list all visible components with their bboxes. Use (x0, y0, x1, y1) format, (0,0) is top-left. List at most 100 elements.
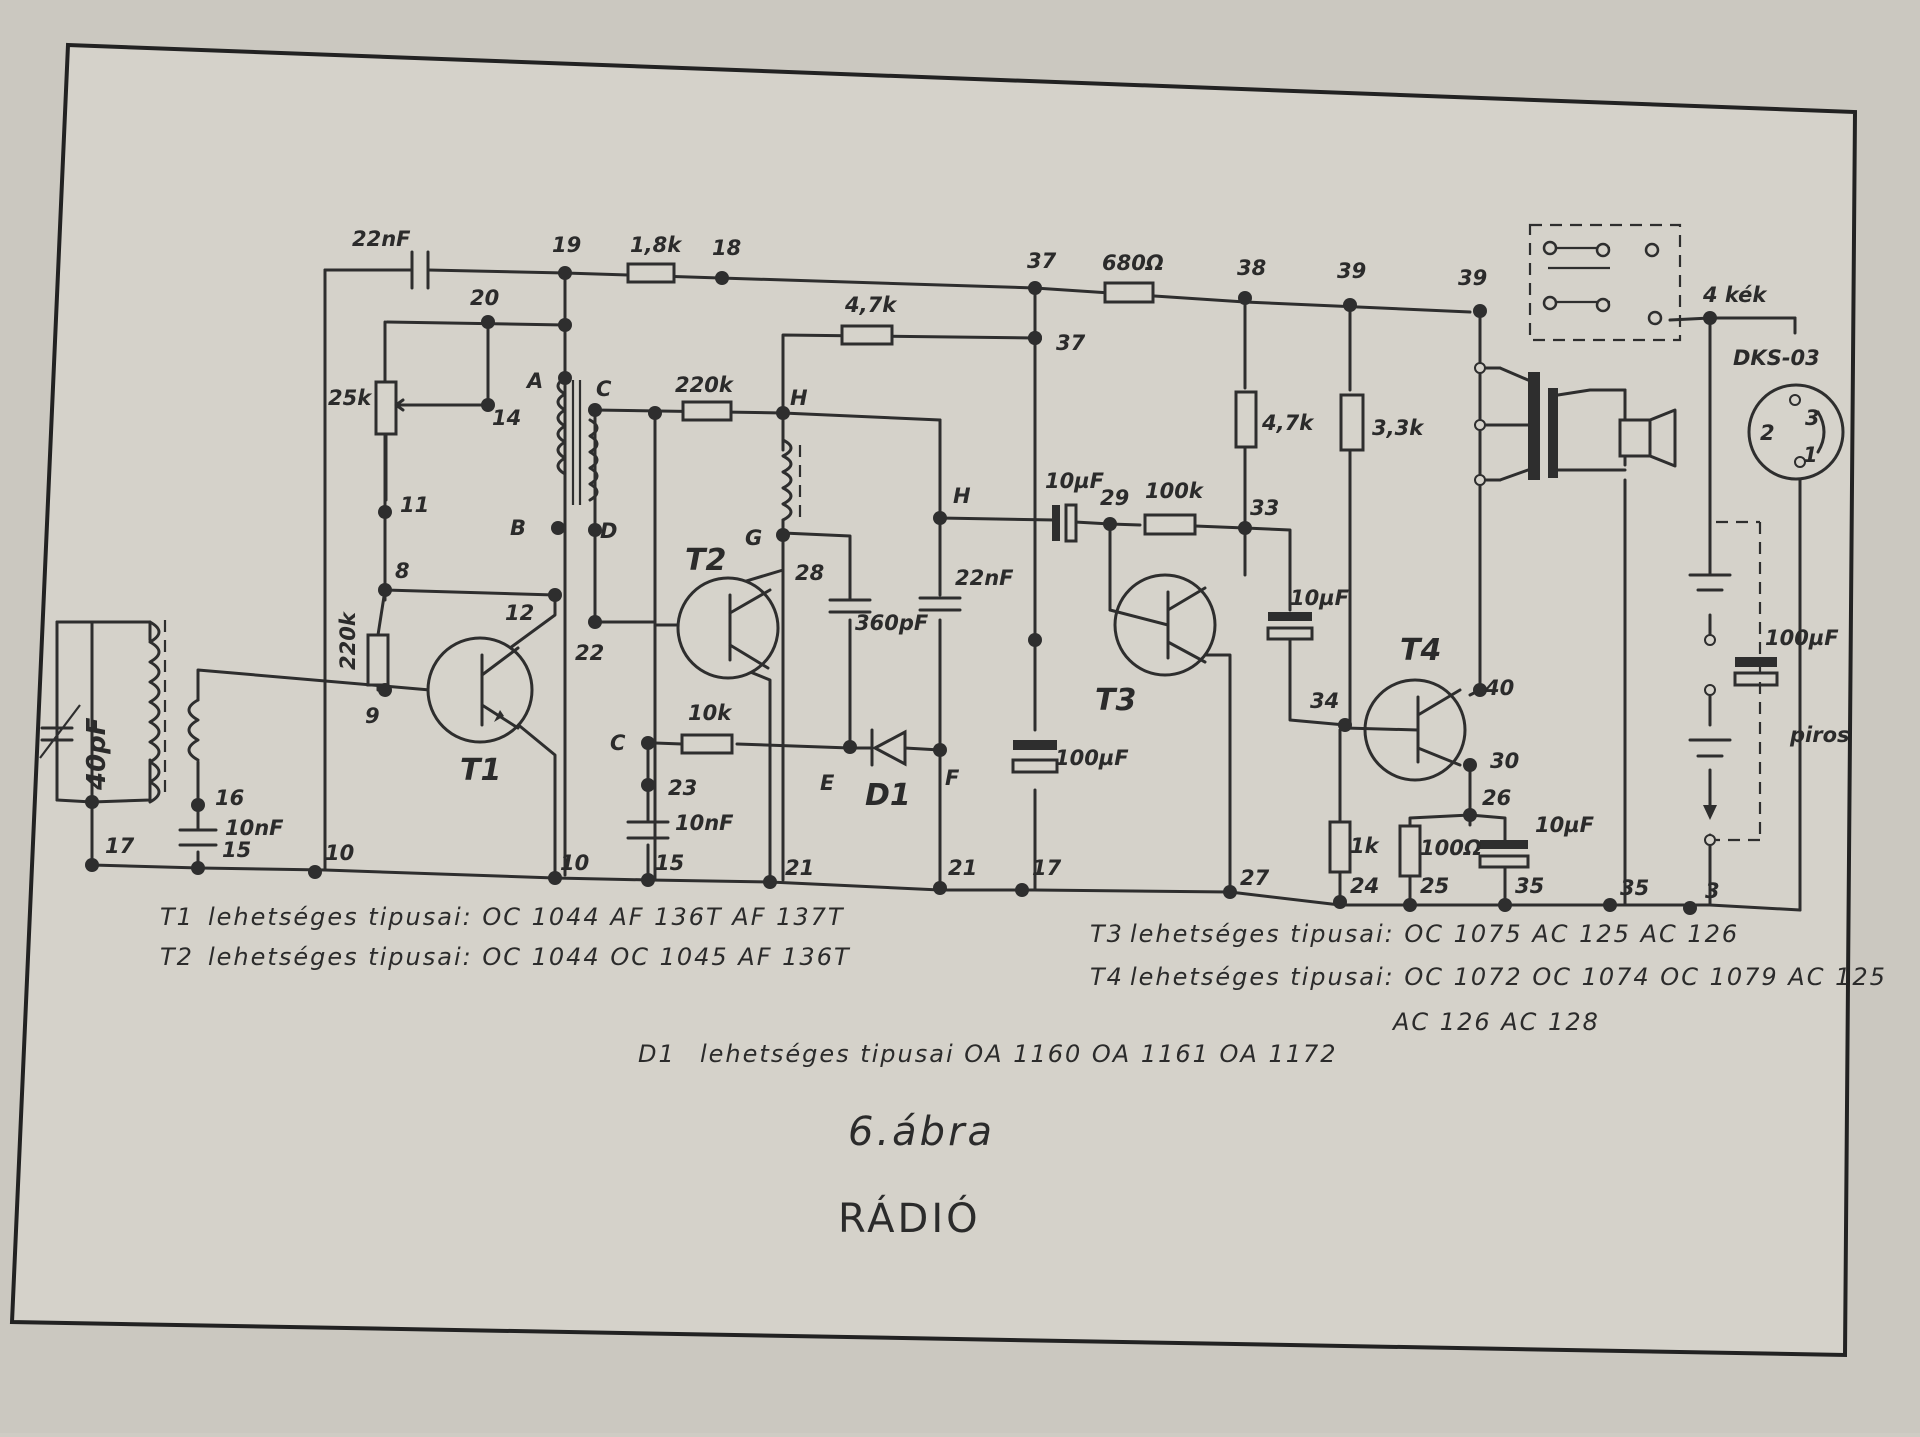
label-node-10a: 10 (325, 841, 354, 865)
resistor-1-8k (626, 262, 676, 284)
note-t1-label: T1 (160, 903, 194, 931)
speaker (1618, 408, 1677, 468)
label-node-19: 19 (552, 233, 581, 257)
label-100k: 100k (1145, 479, 1205, 503)
resistor-3-3k (1339, 393, 1365, 452)
label-c-bot: C (610, 731, 626, 755)
label-t4: T4 (1400, 633, 1441, 668)
figure-title: RÁDIÓ (838, 1194, 981, 1242)
wiring (55, 268, 1802, 912)
transistor-t3 (1108, 573, 1217, 677)
label-node-17a: 17 (105, 834, 135, 858)
label-1-8k: 1,8k (630, 233, 683, 257)
label-d1: D1 (865, 778, 911, 813)
figure-number: 6.ábra (848, 1109, 995, 1155)
label-node-17b: 17 (1032, 856, 1062, 880)
label-10k: 10k (688, 701, 733, 725)
label-node-30: 30 (1490, 749, 1519, 773)
capacitor-360pf (828, 598, 872, 614)
label-node-25: 25 (1420, 874, 1449, 898)
dks-03-socket (1747, 383, 1845, 481)
potentiometer-25k (374, 380, 398, 436)
resistor-4-7k-right (1234, 390, 1258, 449)
diode-d1 (870, 728, 907, 767)
transistor-t1 (426, 636, 534, 744)
label-node-16: 16 (215, 786, 244, 810)
resistor-10k (680, 733, 734, 755)
label-pin-3: 3 (1805, 406, 1820, 430)
label-node-15a: 15 (222, 838, 251, 862)
label-g: G (745, 526, 762, 550)
coil-hg (781, 438, 802, 522)
label-680: 680Ω (1102, 251, 1164, 275)
label-4-7k-top: 4,7k (844, 293, 898, 317)
sheet-border (9, 42, 1858, 1358)
label-dks03: DKS-03 (1733, 346, 1820, 370)
capacitor-22nf-mid (918, 596, 962, 612)
capacitor-10nf-a (178, 828, 218, 847)
label-f: F (945, 766, 960, 790)
label-100uf-right: 100µF (1765, 626, 1839, 650)
resistor-1k (1328, 820, 1352, 874)
label-node-23: 23 (668, 776, 697, 800)
capacitor-10uf-a (1052, 503, 1078, 543)
label-node-14: 14 (492, 406, 521, 430)
label-node-8: 8 (395, 559, 410, 583)
label-t3: T3 (1095, 683, 1136, 718)
capacitor-22nf-top (410, 250, 430, 290)
transistor-t4 (1343, 678, 1467, 782)
label-node-21b: 21 (948, 856, 977, 880)
label-22nf-mid: 22nF (955, 566, 1014, 590)
resistor-4-7k-top (840, 324, 894, 346)
label-pin-1: 1 (1803, 443, 1818, 467)
note-d1-text: lehetséges tipusai OA 1160 OA 1161 OA 11… (700, 1040, 1338, 1068)
note-t4-text: lehetséges tipusai: OC 1072 OC 1074 OC 1… (1130, 963, 1887, 991)
label-node-39b: 39 (1458, 266, 1487, 290)
note-t2-label: T2 (160, 943, 194, 971)
label-node-22: 22 (575, 641, 604, 665)
label-node-10b: 10 (560, 851, 589, 875)
label-10uf-a: 10µF (1045, 469, 1105, 493)
label-10uf-b: 10µF (1290, 586, 1350, 610)
power-switch (1528, 223, 1682, 342)
label-node-18: 18 (712, 236, 741, 260)
label-node-38: 38 (1237, 256, 1266, 280)
note-d1-label: D1 (638, 1040, 676, 1068)
label-10uf-c: 10µF (1535, 813, 1595, 837)
label-node-28: 28 (795, 561, 824, 585)
label-node-20: 20 (470, 286, 499, 310)
label-node-33: 33 (1250, 496, 1279, 520)
label-b: B (510, 516, 526, 540)
label-e: E (820, 771, 835, 795)
capacitor-10uf-b (1266, 612, 1314, 641)
tuning-capacitor-40pf (39, 620, 81, 802)
label-40pf: 40pF (82, 717, 112, 791)
label-node-15b: 15 (655, 851, 684, 875)
note-t4-label: T4 (1090, 963, 1124, 991)
label-pin-2: 2 (1760, 421, 1775, 445)
type-notes: T1 lehetséges tipusai: OC 1044 AF 136T A… (160, 903, 1887, 1068)
transistor-t2 (676, 576, 780, 680)
label-node-26: 26 (1482, 786, 1511, 810)
label-t1: T1 (460, 753, 501, 788)
label-node-29: 29 (1100, 486, 1129, 510)
label-360pf: 360pF (855, 611, 929, 635)
label-h-top: H (790, 386, 808, 410)
label-node-39a: 39 (1337, 259, 1366, 283)
label-3-3k: 3,3k (1372, 416, 1425, 440)
label-22nf-top: 22nF (352, 227, 411, 251)
label-10nf-b: 10nF (675, 811, 734, 835)
note-t1-text: lehetséges tipusai: OC 1044 AF 136T AF 1… (208, 903, 845, 931)
label-node-11: 11 (400, 493, 429, 517)
label-node-34: 34 (1310, 689, 1339, 713)
battery-stack (1688, 520, 1762, 846)
label-1k: 1k (1350, 834, 1381, 858)
label-100ohm: 100Ω (1420, 836, 1482, 860)
resistor-100k (1143, 513, 1197, 536)
label-node-9: 9 (365, 704, 380, 728)
label-t2: T2 (685, 543, 726, 578)
capacitor-100uf-mid (1011, 740, 1059, 774)
label-node-40: 40 (1484, 676, 1514, 700)
resistor-100ohm (1398, 824, 1422, 878)
